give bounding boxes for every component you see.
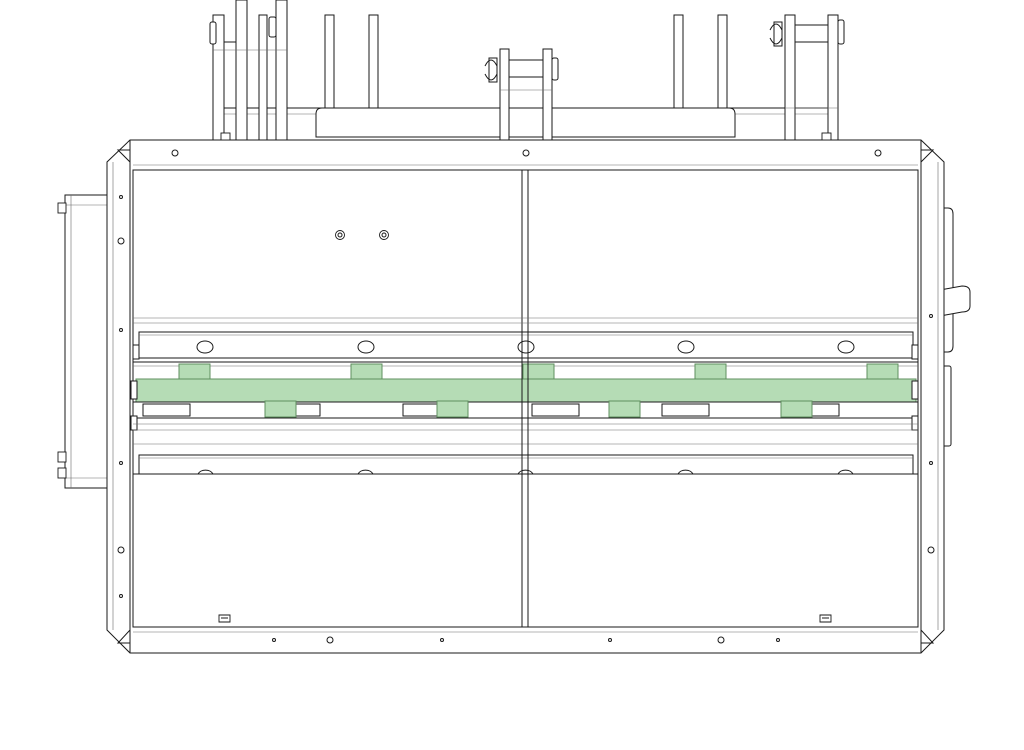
- center-cover: [315, 107, 736, 138]
- blade-assembly: [130, 363, 919, 431]
- blade-bar: [135, 378, 917, 403]
- upper-blade-guide: [132, 317, 919, 367]
- bolt-icon: [57, 467, 67, 479]
- left-motor-box: [57, 194, 110, 489]
- bolt-icon: [57, 202, 67, 214]
- lower-clamps: [264, 400, 813, 418]
- left-inner-tab: [368, 14, 379, 109]
- top-screws: [335, 230, 389, 240]
- right-inner-tab: [673, 14, 684, 109]
- hitch-assembly: [209, 0, 845, 141]
- frame-holes: [117, 149, 935, 644]
- screw-icon: [335, 230, 345, 240]
- lower-blade-guide: [132, 429, 918, 475]
- right-bracket-group: [769, 14, 845, 141]
- screw-icon: [379, 230, 389, 240]
- left-inner-tab: [324, 14, 335, 109]
- right-inner-tab: [717, 14, 728, 109]
- side-handle: [939, 285, 971, 317]
- bottom-feet: [218, 614, 832, 623]
- pin-icon: [220, 132, 231, 141]
- pin-icon: [821, 132, 832, 141]
- bolt-icon: [57, 451, 67, 463]
